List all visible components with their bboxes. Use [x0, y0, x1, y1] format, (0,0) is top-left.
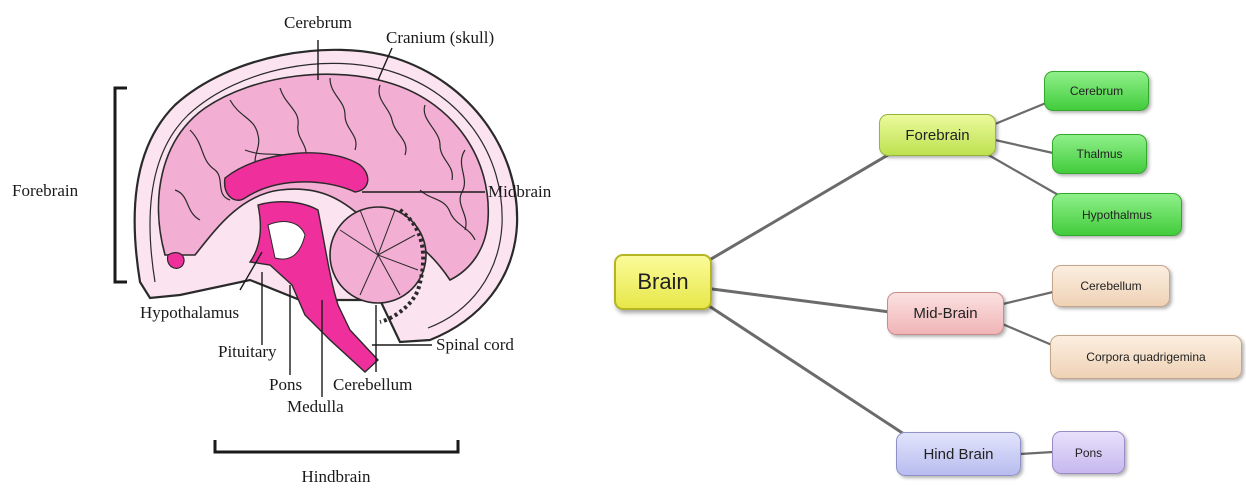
- node-hypothalmus: Hypothalmus: [1052, 193, 1182, 236]
- node-midbrain: Mid-Brain: [887, 292, 1004, 335]
- connector-brain-hindbrain: [706, 304, 910, 438]
- node-hindbrain: Hind Brain: [896, 432, 1021, 476]
- connector-brain-forebrain: [706, 152, 893, 262]
- connector-midbrain-cerebellum: [1003, 292, 1053, 304]
- node-pons: Pons: [1052, 431, 1125, 474]
- connector-forebrain-hypothalmus: [985, 153, 1060, 196]
- connector-forebrain-cerebrum: [995, 103, 1046, 124]
- node-cerebrum: Cerebrum: [1044, 71, 1149, 111]
- connector-forebrain-thalmus: [995, 140, 1053, 153]
- connector-brain-midbrain: [712, 289, 890, 312]
- node-thalmus: Thalmus: [1052, 134, 1147, 174]
- node-corpora-quadrigemina: Corpora quadrigemina: [1050, 335, 1242, 379]
- node-cerebellum: Cerebellum: [1052, 265, 1170, 307]
- node-brain: Brain: [614, 254, 712, 310]
- connector-hindbrain-pons: [1020, 452, 1053, 454]
- connector-midbrain-corpora: [1000, 323, 1052, 345]
- node-forebrain: Forebrain: [879, 114, 996, 156]
